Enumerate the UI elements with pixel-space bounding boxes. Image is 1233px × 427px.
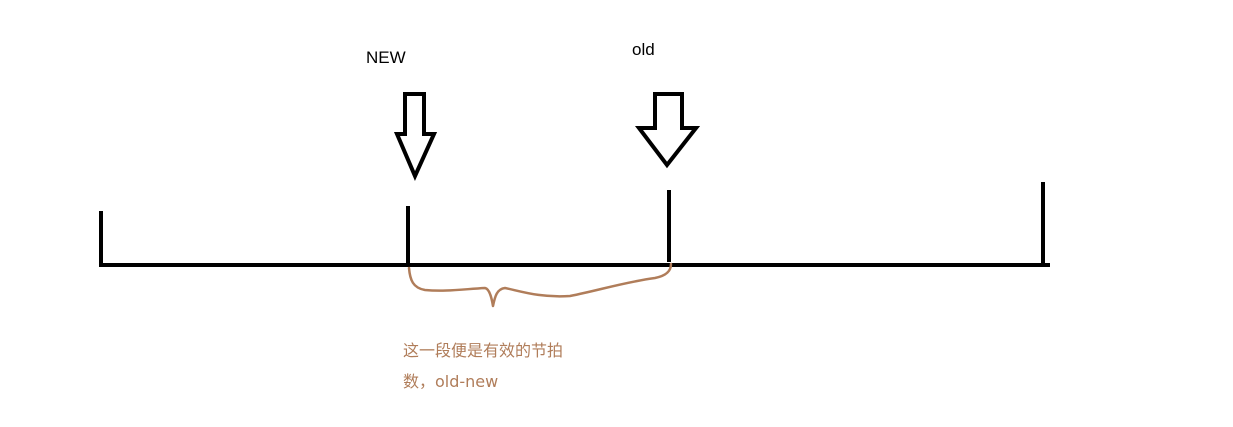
down-arrow-icon: [393, 92, 438, 181]
down-arrow-icon: [634, 92, 701, 169]
span-brace: [407, 262, 673, 308]
annotation-line-1: 这一段便是有效的节拍: [403, 341, 564, 360]
annotation-line-2: 数，old-new: [403, 372, 499, 391]
new-label: NEW: [366, 48, 406, 67]
old-label: old: [632, 40, 655, 59]
